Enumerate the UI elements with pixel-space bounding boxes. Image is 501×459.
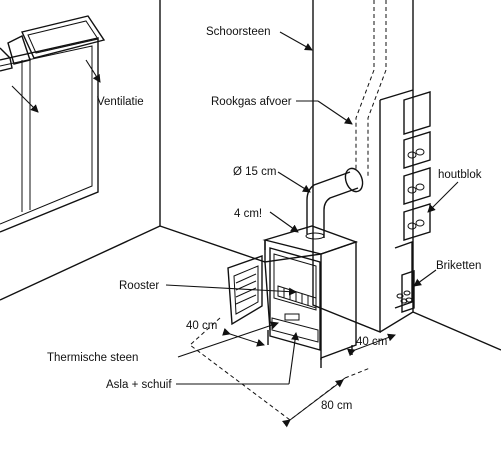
label-clearance-top: 4 cm!: [234, 208, 262, 220]
label-front-distance: 80 cm: [321, 400, 352, 412]
window: [0, 15, 106, 233]
label-briquettes: Briketten: [436, 260, 481, 272]
label-flue-gas: Rookgas afvoer: [211, 96, 292, 108]
label-ventilation: Ventilatie: [97, 96, 144, 108]
leader-lines: [11, 31, 459, 385]
label-rear-distance: 40 cm: [356, 336, 387, 348]
wood-stove: [227, 167, 364, 368]
log-icons: [407, 148, 425, 230]
room-walls: [0, 0, 501, 351]
log-storage-shelves: [394, 91, 431, 313]
briquette-icons: [396, 290, 413, 304]
label-thermal-stone: Thermische steen: [47, 352, 138, 364]
label-side-distance: 40 cm: [186, 320, 217, 332]
label-log-storage: houtblok: [438, 169, 482, 181]
stove-door: [227, 255, 263, 326]
chimney: [312, 0, 414, 334]
flue-pipe: [305, 167, 364, 240]
label-chimney: Schoorsteen: [206, 26, 271, 38]
label-ash-drawer: Asla + schuif: [106, 379, 172, 391]
dimension-lines: [222, 328, 396, 428]
labels: Schoorsteen Rookgas afvoer Ventilatie Ø …: [47, 26, 482, 412]
label-grate: Rooster: [119, 280, 159, 292]
label-pipe-diameter: Ø 15 cm: [233, 166, 276, 178]
